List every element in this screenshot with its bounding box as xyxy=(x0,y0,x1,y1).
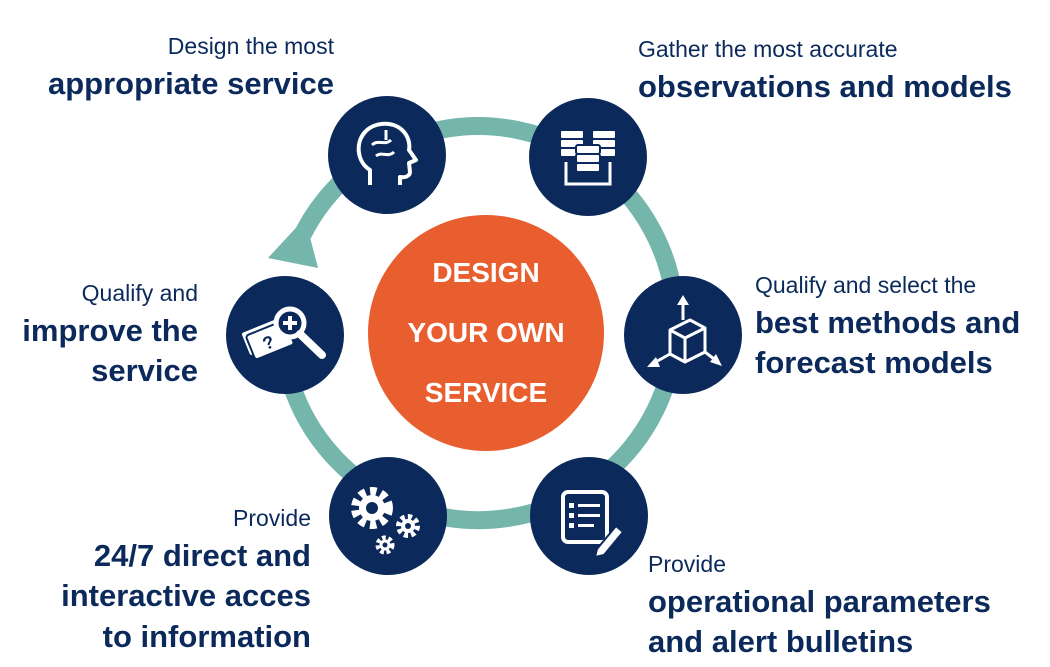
center-title-line: DESIGN xyxy=(432,257,540,288)
node-gather xyxy=(529,98,647,216)
step-label-bold: and alert bulletins xyxy=(648,624,914,660)
step-label-access: Provide 24/7 direct and interactive acce… xyxy=(61,507,311,657)
node-select xyxy=(624,276,742,394)
step-label-light: Gather the most accurate xyxy=(638,36,898,62)
step-label-improve: Qualify and improve the service xyxy=(22,282,198,392)
step-label-bold: best methods and xyxy=(755,305,1021,340)
step-label-bold: interactive acces xyxy=(61,578,311,614)
step-label-bold: observations and models xyxy=(638,69,1012,104)
node-access xyxy=(329,457,447,575)
node-bulletins xyxy=(530,457,648,575)
node-design xyxy=(328,96,446,214)
step-label-light: Provide xyxy=(648,551,726,577)
step-label-bold: operational parameters xyxy=(648,584,991,619)
step-label-select: Qualify and select the best methods and … xyxy=(755,274,1020,384)
step-label-bold: to information xyxy=(102,618,311,654)
step-label-bold: service xyxy=(91,353,198,389)
brain-head-icon xyxy=(356,121,418,185)
node-improve: ? xyxy=(226,276,344,394)
step-label-design: Design the most appropriate service xyxy=(48,35,334,104)
cycle-arrowhead xyxy=(268,218,318,268)
form-pencil-icon xyxy=(561,490,625,559)
money-magnifier-icon: ? xyxy=(239,306,326,361)
step-label-bold: forecast models xyxy=(755,345,993,381)
step-label-light: Qualify and select the xyxy=(755,272,977,298)
step-label-bold: appropriate service xyxy=(47,66,334,101)
center-title: DESIGN YOUR OWN SERVICE xyxy=(368,215,604,451)
step-label-bold: 24/7 direct and xyxy=(93,538,311,573)
center-title-line: YOUR OWN xyxy=(407,317,565,348)
step-label-gather: Gather the most accurate observations an… xyxy=(638,38,1012,107)
step-label-light: Provide xyxy=(233,505,311,531)
step-label-bold: improve the xyxy=(22,313,198,348)
center-circle xyxy=(368,215,604,451)
center-title-line: SERVICE xyxy=(424,377,548,408)
step-label-light: Design the most xyxy=(167,33,334,59)
step-label-light: Qualify and xyxy=(81,280,198,306)
server-stack-icon xyxy=(559,129,617,173)
step-label-bulletins: Provide operational parameters and alert… xyxy=(648,553,991,663)
gears-icon xyxy=(351,487,420,555)
